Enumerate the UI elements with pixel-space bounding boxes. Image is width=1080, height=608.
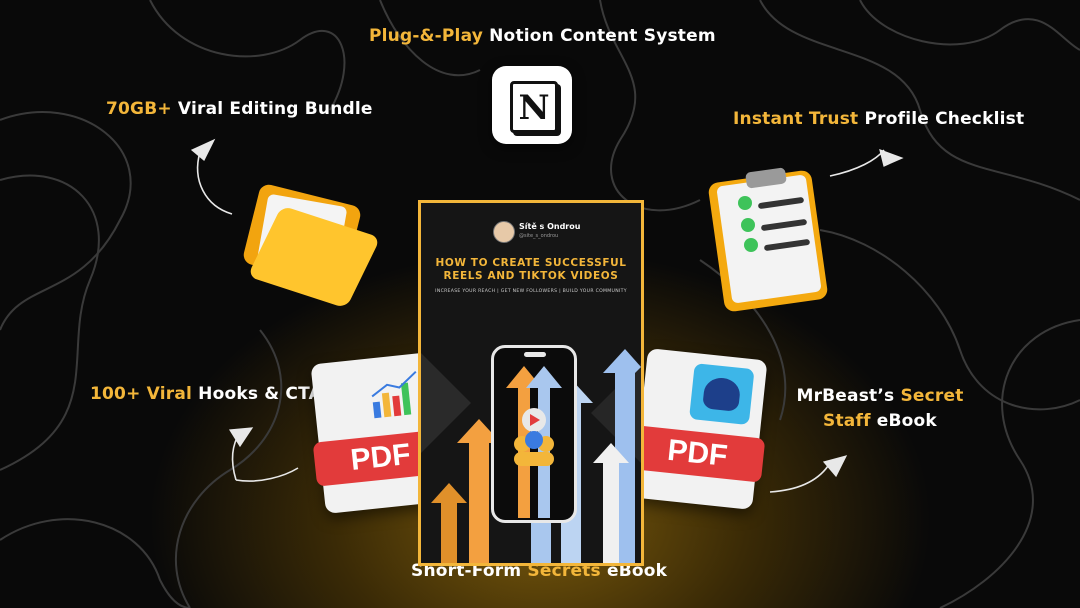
label-rest: Notion Content System: [483, 26, 716, 46]
arrow-icon: [190, 138, 216, 161]
author-handle: @site_s_ondrou: [519, 233, 559, 239]
label-highlight: 100+ Viral: [90, 384, 193, 404]
label-highlight: Plug-&-Play: [369, 26, 484, 46]
label-notion-content-system: Plug-&-Play Notion Content System: [369, 26, 716, 46]
label-highlight: Secrets: [527, 561, 601, 581]
bar-chart-icon: [371, 370, 417, 419]
label-short-form-ebook: Short-Form Secrets eBook: [411, 561, 667, 581]
notion-letter: N: [518, 88, 550, 128]
label-rest: Profile Checklist: [858, 109, 1025, 129]
phone-mockup: [491, 345, 577, 523]
label-rest: Hooks & CTAs: [192, 384, 333, 404]
check-icon: [744, 238, 758, 252]
notion-cube: N: [510, 81, 558, 133]
ebook-title-line: REELS AND TIKTOK VIDEOS: [443, 270, 619, 282]
ebook-cover: Sítě s Ondrou @site_s_ondrou HOW TO CREA…: [418, 200, 644, 566]
label-highlight: Instant Trust: [733, 109, 859, 129]
mrbeast-logo-icon: [689, 363, 755, 426]
pdf-label: PDF: [629, 425, 766, 483]
label-rest: MrBeast’s: [796, 386, 901, 406]
author-avatar: [493, 221, 515, 243]
label-rest: Short-Form: [411, 561, 528, 581]
phone-screen-art: [506, 366, 562, 518]
label-hooks-ctas: 100+ Viral Hooks & CTAs: [90, 384, 332, 404]
author-name: Sítě s Ondrou: [519, 222, 581, 231]
label-highlight: Secret: [900, 386, 964, 406]
label-rest: eBook: [600, 561, 668, 581]
label-highlight: Staff: [823, 411, 871, 431]
pdf-mrbeast-icon: PDF: [629, 348, 768, 510]
check-icon: [741, 218, 755, 232]
label-mrbeast-ebook: MrBeast’s Secret Staff eBook: [790, 384, 970, 434]
arrow-top-left: [196, 151, 233, 215]
label-highlight: 70GB+: [106, 99, 172, 119]
notion-icon: N: [492, 66, 572, 144]
pdf-chart-icon: PDF: [310, 352, 449, 514]
label-viral-editing-bundle: 70GB+ Viral Editing Bundle: [106, 99, 373, 119]
ebook-title: HOW TO CREATE SUCCESSFUL REELS AND TIKTO…: [421, 257, 641, 283]
label-profile-checklist: Instant Trust Profile Checklist: [733, 109, 1024, 129]
check-icon: [738, 196, 752, 210]
label-rest: Viral Editing Bundle: [171, 99, 373, 119]
phone-notch: [524, 352, 546, 357]
label-rest: eBook: [870, 411, 937, 431]
cover-decoration: [421, 313, 471, 493]
ebook-title-line: HOW TO CREATE SUCCESSFUL: [435, 257, 627, 269]
ebook-subtitle: INCREASE YOUR REACH | GET NEW FOLLOWERS …: [435, 289, 627, 294]
